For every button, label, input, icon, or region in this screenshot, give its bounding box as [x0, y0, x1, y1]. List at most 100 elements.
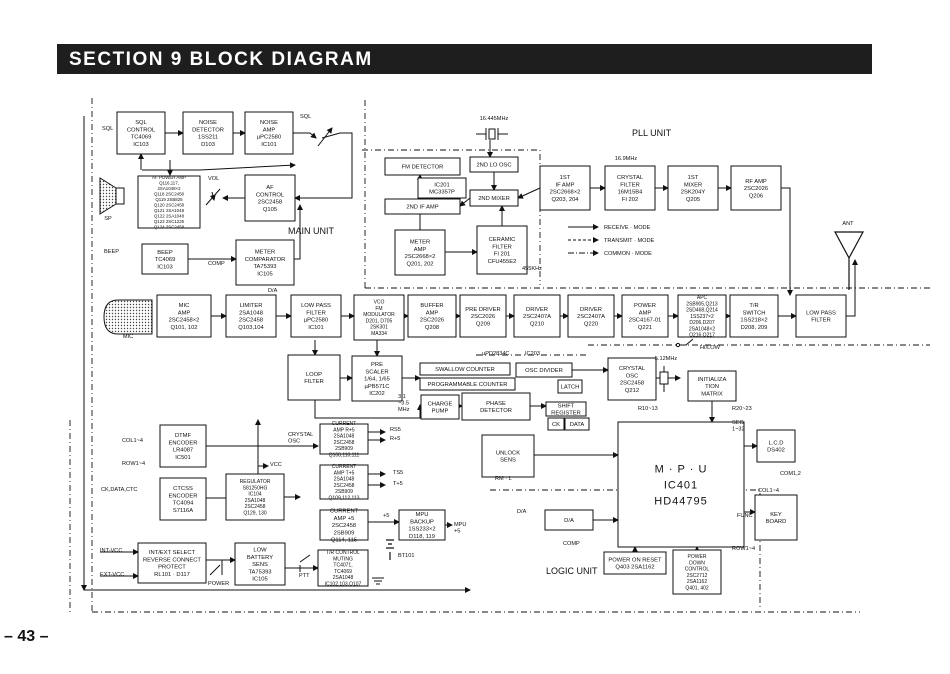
label-beep-in: BEEP: [104, 249, 119, 255]
2nd-lo-osc-block: 2ND LO OSC: [469, 156, 519, 173]
unlock-sens-box: [481, 434, 535, 478]
sql-control-box: [116, 111, 166, 155]
crystal-filter-text-3: FI 202: [622, 197, 638, 203]
beep-box: [141, 243, 189, 275]
1st-if-amp-text-2: 2SC2668×2: [550, 190, 581, 196]
meter-comparator-text-0: METER: [255, 250, 275, 256]
label-ckdata: CK,DATA,CTC: [101, 487, 137, 493]
sql-control-text-3: IC103: [133, 142, 148, 148]
rf-amp-text-2: Q206: [749, 193, 763, 199]
int-ext-select-text-1: REVERSE CONNECT: [143, 557, 201, 563]
tr-switch-text-0: T/R: [749, 303, 758, 309]
section-title: SECTION 9 BLOCK DIAGRAM: [69, 49, 373, 70]
label-col1-4b: COL1~4: [758, 488, 779, 494]
label-power: POWER: [208, 581, 229, 587]
label-sql2: SQL: [300, 114, 311, 120]
symbols: [99, 127, 865, 585]
pre-driver-text-2: Q209: [476, 321, 490, 327]
regulator-box: [225, 473, 285, 521]
int-ext-select-text-3: RL101 · D117: [154, 572, 190, 578]
current-amp-rs-text-1: AMP R+5: [333, 427, 355, 433]
loop-filter-box: [287, 354, 341, 401]
wire-29: [459, 197, 471, 207]
current-amp-rs-text-2: 2SA1048: [334, 434, 355, 440]
regulator-text-5: Q129, 130: [243, 510, 267, 516]
af-control-text-2: 2SC2458: [258, 200, 282, 206]
lcd-box: [756, 429, 796, 463]
loop-filter-text-1: FILTER: [304, 379, 324, 385]
1st-if-amp-text-1: IF AMP: [555, 182, 574, 188]
swallow-counter-box: [419, 362, 511, 376]
page-number: – 43 –: [4, 628, 49, 645]
current-amp-rs-text-5: Q108,110,111: [329, 452, 360, 458]
vco-text-5: MA334: [371, 331, 387, 337]
power-amp-box: [621, 294, 669, 338]
swallow-counter-text-0: SWALLOW COUNTER: [435, 367, 495, 373]
1st-mixer-text-0: 1ST: [688, 175, 699, 181]
tr-control-muting-text-1: MUTING: [333, 556, 353, 562]
unit-label-logic: LOGIC UNIT: [546, 566, 598, 576]
low-battery-sens-text-2: SENS: [252, 562, 268, 568]
current-amp-ts-text-5: Q109,112,113: [329, 495, 360, 501]
boundary-7: [490, 489, 761, 610]
1st-mixer-text-3: Q205: [686, 197, 700, 203]
wire-3: [294, 132, 353, 201]
tr-switch-text-3: D208, 209: [741, 325, 768, 331]
label-r20-23: R20~23: [732, 406, 752, 412]
low-pass-filter-1-text-2: µPC2580: [304, 318, 328, 324]
initialization-matrix-text-0: INITIALIZA: [698, 377, 727, 383]
wire-45: [257, 463, 269, 474]
mpu-backup-box: [398, 509, 446, 541]
label-upd2834: µPD2834C: [482, 351, 509, 357]
fm-detector-block: FM DETECTOR: [384, 157, 461, 176]
af-power-amp-text-4: Q119 2SB825: [155, 197, 183, 202]
vco-text-0: VCO: [374, 300, 385, 306]
apc-text-5: 2SA1048×2: [689, 326, 715, 332]
current-amp-rs-text-3: 2SC2458: [334, 440, 355, 446]
swallow-counter-block: SWALLOW COUNTER: [419, 362, 511, 376]
pre-scaler-text-2: 1/64, 1/65: [364, 377, 390, 383]
ck-box: [547, 417, 565, 431]
tr-switch-box: [729, 294, 779, 338]
meter-amp-text-0: METER: [410, 240, 430, 246]
crystal-filter-box: [604, 165, 656, 211]
label-comp: COMP: [208, 261, 225, 267]
apc-block: APC2SB905,Q2132SD468,Q2141SS237×2D206,D2…: [677, 294, 727, 339]
unit-label-main: MAIN UNIT: [288, 226, 335, 236]
osc-divider-box: [515, 362, 573, 378]
regulator-text-4: 2SC2458: [245, 504, 266, 510]
vco-text-2: MODULATOR: [363, 312, 395, 318]
driver-2-text-2: Q220: [584, 321, 598, 327]
mpu-backup-text-3: D118, 119: [409, 534, 435, 540]
int-ext-select-text-0: INT/EXT SELECT: [149, 550, 196, 556]
af-power-amp-text-5: Q120 2SC2458: [154, 202, 185, 207]
ground-icon: [372, 577, 384, 585]
keyboard-text-1: BOARD: [766, 519, 787, 525]
battery-icon: [386, 539, 394, 560]
shift-register-text-0: SHIFT: [558, 403, 575, 409]
noise-detector-text-0: NOISE: [199, 120, 217, 126]
label-bt101: BT101: [398, 553, 414, 559]
meter-amp-text-3: Q201, 202: [406, 261, 433, 267]
ceramic-filter-text-1: FILTER: [492, 244, 512, 250]
crystal-osc-text-1: OSC: [626, 373, 639, 379]
1st-mixer-box: [667, 165, 719, 211]
label-plus5: +5: [383, 513, 389, 519]
af-power-amp-text-9: Q124 2SC2458: [154, 224, 185, 229]
af-power-amp-text-0: AF POWER AMP: [152, 175, 186, 180]
programmable-counter-box: [419, 377, 516, 391]
power-amp-text-0: POWER: [634, 303, 656, 309]
